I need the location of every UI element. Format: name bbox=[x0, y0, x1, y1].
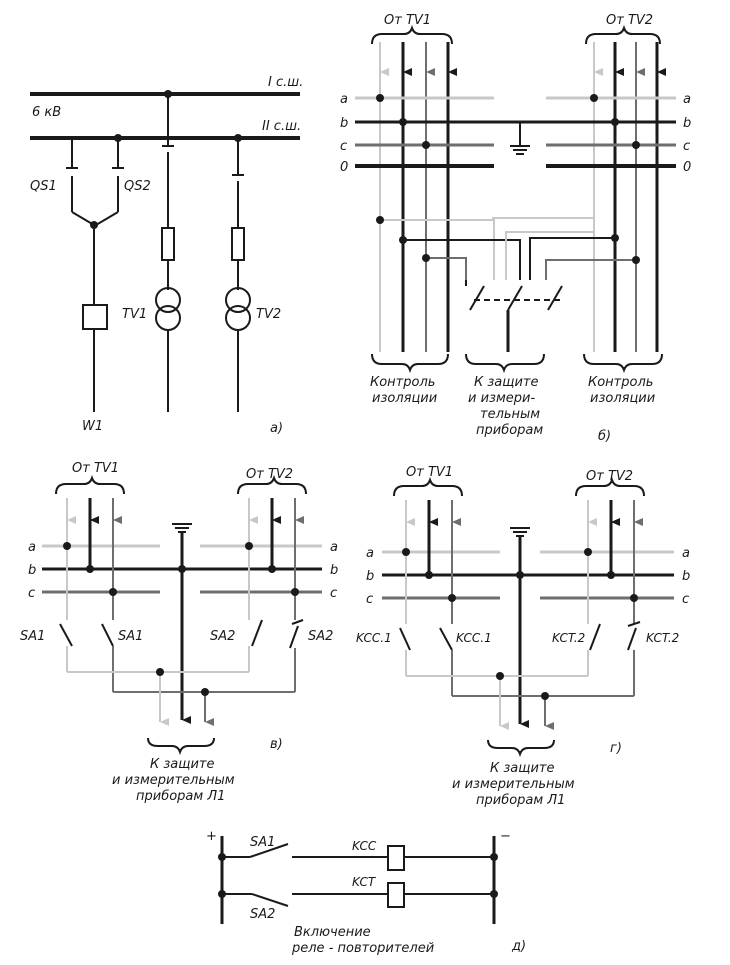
phase-a-right: a bbox=[682, 546, 690, 561]
dest-2: и измерительным bbox=[452, 777, 575, 792]
phase-c-right: c bbox=[682, 592, 689, 607]
panel-g-dots bbox=[402, 548, 638, 700]
phase-a-right: a bbox=[330, 540, 338, 555]
panel-a-labels: 6 кВ I с.ш. II с.ш. QS1 QS2 TV1 TV2 W1 а… bbox=[30, 75, 303, 436]
panel-b-letter: б) bbox=[598, 429, 611, 444]
tv2-label: TV2 bbox=[256, 307, 281, 322]
kct-label: KCT bbox=[352, 875, 377, 889]
transformer-tv2-icon bbox=[225, 287, 251, 313]
bus-1-label: I с.ш. bbox=[268, 75, 303, 90]
from-tv2-label: От TV2 bbox=[246, 467, 293, 482]
dest-1: К защите bbox=[150, 757, 215, 772]
sa1-right: SA1 bbox=[118, 629, 143, 644]
fuse-icon bbox=[231, 227, 245, 261]
kct-left: KCT.2 bbox=[552, 631, 585, 645]
kcc-coil-icon bbox=[387, 845, 405, 871]
insulation-left-2: изоляции bbox=[372, 391, 437, 406]
phase-b-right: b bbox=[682, 569, 690, 584]
phase-a-left: a bbox=[28, 540, 36, 555]
transformer-tv1-icon bbox=[155, 287, 181, 313]
dest-3: приборам Л1 bbox=[136, 789, 225, 804]
sa1-label: SA1 bbox=[250, 835, 275, 850]
panel-g-letter: г) bbox=[610, 741, 622, 756]
kcc-label: KCC bbox=[352, 839, 377, 853]
panel-d-letter: д) bbox=[511, 939, 526, 954]
panel-b bbox=[355, 24, 676, 374]
dest-1: К защите bbox=[490, 761, 555, 776]
phase-b-right: b bbox=[330, 563, 338, 578]
fuse-icon bbox=[161, 227, 175, 261]
sa2-label: SA2 bbox=[250, 907, 275, 922]
protection-3: тельным bbox=[480, 407, 540, 422]
phase-c-left: c bbox=[340, 139, 347, 154]
sa2-right: SA2 bbox=[308, 629, 333, 644]
phase-b-left: b bbox=[28, 563, 36, 578]
phase-a-left: a bbox=[366, 546, 374, 561]
circuit-breaker-icon bbox=[82, 304, 108, 330]
w1-label: W1 bbox=[82, 419, 103, 434]
kct-coil-icon bbox=[387, 882, 405, 908]
panel-b-dots bbox=[376, 94, 640, 264]
from-tv1-label: От TV1 bbox=[384, 13, 431, 28]
insulation-right-1: Контроль bbox=[588, 375, 653, 390]
panel-v-dots bbox=[63, 542, 299, 696]
from-tv2-label: От TV2 bbox=[586, 469, 633, 484]
panel-a bbox=[30, 92, 300, 412]
panel-v bbox=[42, 474, 322, 756]
phase-c-left: c bbox=[366, 592, 373, 607]
phase-c-left: c bbox=[28, 586, 35, 601]
protection-2: и измери- bbox=[468, 391, 535, 406]
tv1-label: TV1 bbox=[122, 307, 147, 322]
panel-v-letter: в) bbox=[270, 737, 283, 752]
phase-b-right: b bbox=[683, 116, 691, 131]
panel-a-letter: а) bbox=[270, 421, 283, 436]
phase-a-left: a bbox=[340, 92, 348, 107]
phase-a-right: a bbox=[683, 92, 691, 107]
qs1-label: QS1 bbox=[30, 179, 57, 194]
from-tv1-label: От TV1 bbox=[72, 461, 119, 476]
from-tv2-label: От TV2 bbox=[606, 13, 653, 28]
bus-2-label: II с.ш. bbox=[262, 119, 301, 134]
panel-g bbox=[382, 476, 674, 758]
kcc-right: KCC.1 bbox=[456, 631, 492, 645]
panel-v-labels: От TV1 От TV2 a b c a b c SA1 SA1 SA2 SA… bbox=[20, 461, 338, 804]
phase-0-right: 0 bbox=[683, 160, 691, 175]
panel-d bbox=[220, 836, 496, 924]
panel-d-labels: + − SA1 SA2 KCC KCT Включение реле - пов… bbox=[206, 829, 526, 956]
panel-g-labels: От TV1 От TV2 a b c a b c KCC.1 KCC.1 KC… bbox=[356, 465, 690, 808]
insulation-right-2: изоляции bbox=[590, 391, 655, 406]
phase-0-left: 0 bbox=[340, 160, 348, 175]
dest-2: и измерительным bbox=[112, 773, 235, 788]
dest-3: приборам Л1 bbox=[476, 793, 565, 808]
protection-4: приборам bbox=[476, 423, 543, 438]
qs2-label: QS2 bbox=[124, 179, 151, 194]
sa2-left: SA2 bbox=[210, 629, 235, 644]
panel-b-labels: От TV1 От TV2 a b c 0 a b c 0 Контроль и… bbox=[340, 13, 691, 444]
caption-1: Включение bbox=[294, 925, 371, 940]
kcc-left: KCC.1 bbox=[356, 631, 392, 645]
phase-c-right: c bbox=[683, 139, 690, 154]
panel-d-dots bbox=[218, 853, 498, 898]
caption-2: реле - повторителей bbox=[291, 941, 434, 956]
plus-label: + bbox=[206, 829, 217, 844]
minus-label: − bbox=[500, 829, 511, 844]
from-tv1-label: От TV1 bbox=[406, 465, 453, 480]
phase-c-right: c bbox=[330, 586, 337, 601]
protection-1: К защите bbox=[474, 375, 539, 390]
voltage-label: 6 кВ bbox=[32, 105, 61, 120]
phase-b-left: b bbox=[366, 569, 374, 584]
sa1-left: SA1 bbox=[20, 629, 45, 644]
insulation-left-1: Контроль bbox=[370, 375, 435, 390]
panel-a-dots bbox=[90, 90, 242, 229]
phase-b-left: b bbox=[340, 116, 348, 131]
kct-right: KCT.2 bbox=[646, 631, 679, 645]
